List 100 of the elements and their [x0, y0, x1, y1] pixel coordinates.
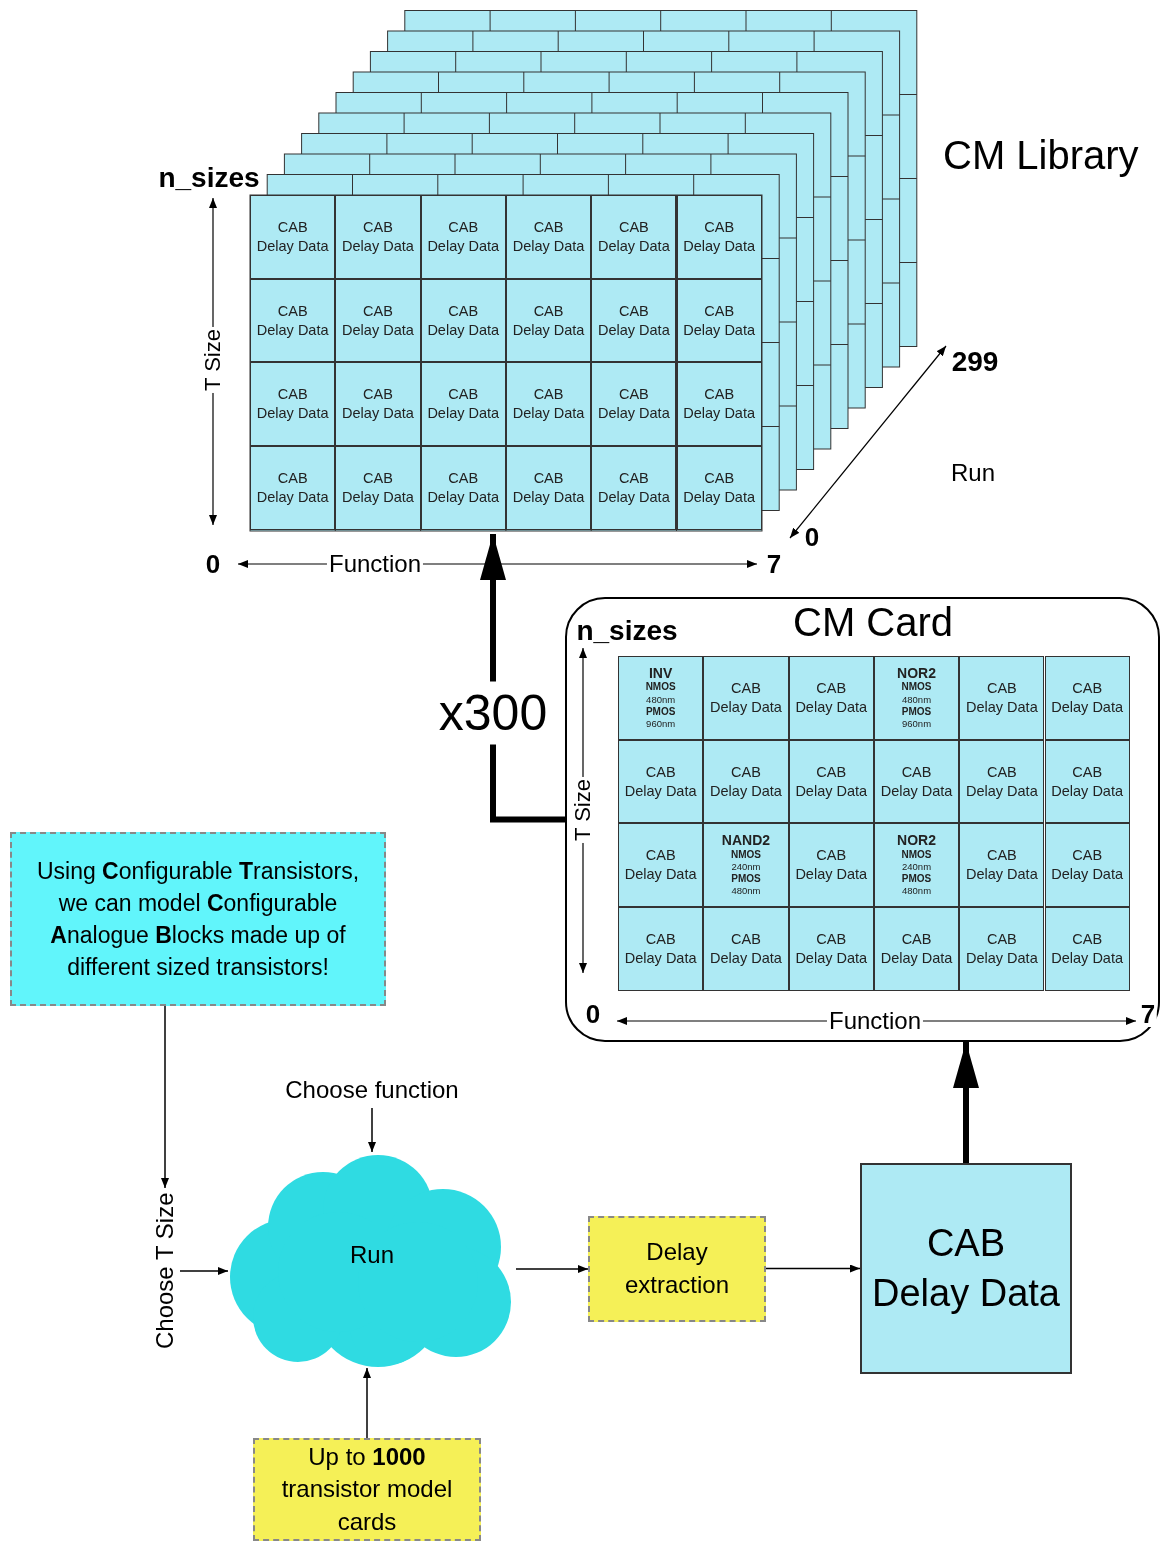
annotation-text: Choose function [285, 1076, 459, 1104]
cell-text: 480nm [731, 885, 761, 898]
data-cell [873, 739, 960, 824]
data-cell [335, 446, 421, 530]
annotation-text: Choose T Size [150, 1191, 179, 1352]
data-cell [505, 446, 592, 530]
data-cell [788, 739, 874, 824]
arrow [765, 1264, 861, 1273]
grid-title: CM Library [943, 133, 1139, 178]
cell-text: CAB Delay Data [683, 385, 755, 424]
data-cell [703, 907, 789, 991]
process-box [253, 1438, 481, 1541]
arrow [368, 1107, 376, 1153]
gate-name: NOR2 [897, 665, 936, 682]
data-cell [788, 823, 874, 908]
cell-text: 960nm [902, 718, 932, 730]
cell-text: CAB Delay Data [710, 679, 782, 717]
data-cell [1044, 739, 1130, 824]
cell-text: CAB Delay Data [1051, 762, 1123, 801]
box-text: Delay extraction [623, 1237, 731, 1300]
data-cell [250, 195, 336, 279]
data-cell [676, 278, 762, 363]
cell-text: CAB Delay Data [1051, 846, 1123, 885]
cell-text: CAB Delay Data [427, 469, 500, 507]
cell-text: PMOS [645, 705, 676, 719]
cell-text: CAB Delay Data [256, 469, 329, 507]
data-cell [250, 362, 336, 447]
cell-text: CAB Delay Data [624, 762, 697, 801]
cell-text: 960nm [646, 718, 676, 730]
cell-text: 240nm [902, 861, 932, 873]
cell-text: CAB Delay Data [597, 301, 670, 340]
data-cell [959, 907, 1045, 991]
data-cell [703, 739, 789, 824]
data-cell [420, 278, 506, 363]
card-panel [565, 597, 1160, 1042]
cell-text: CAB Delay Data [256, 301, 329, 340]
data-cell [335, 195, 421, 279]
data-cell [591, 362, 677, 447]
box-text: CAB Delay Data [872, 1221, 1060, 1316]
data-cell [703, 656, 789, 740]
data-cell [591, 446, 677, 530]
data-cell [1044, 907, 1130, 991]
data-cell [959, 739, 1045, 824]
data-cell [618, 823, 704, 908]
cell-text: CAB Delay Data [624, 930, 697, 968]
cell-text: 240nm [731, 861, 761, 873]
cell-text: NMOS [645, 681, 676, 694]
gate-name: NAND2 [721, 833, 771, 849]
cloud-text: Run [350, 1241, 394, 1269]
cell-text: CAB Delay Data [597, 218, 670, 256]
data-cell [1044, 823, 1130, 908]
data-cell [959, 656, 1045, 740]
cell-text: CAB Delay Data [1051, 679, 1123, 717]
cell-text: CAB Delay Data [512, 385, 585, 424]
cell-text: CAB Delay Data [965, 762, 1038, 801]
data-cell [676, 362, 762, 447]
cell-text: CAB Delay Data [710, 930, 782, 968]
data-cell [703, 823, 789, 908]
cell-text: CAB Delay Data [512, 218, 585, 256]
cell-text: CAB Delay Data [795, 762, 868, 801]
data-cell [676, 195, 762, 279]
data-cell [873, 656, 960, 740]
cell-text: CAB Delay Data [710, 762, 782, 801]
axis-title: Run [950, 461, 996, 485]
cell-text: PMOS [731, 872, 761, 886]
cell-text: CAB Delay Data [880, 762, 953, 801]
data-cell [250, 278, 336, 363]
cell-text: CAB Delay Data [965, 846, 1038, 885]
cell-text: CAB Delay Data [624, 846, 697, 885]
data-cell [505, 278, 592, 363]
gate-name: NOR2 [897, 833, 936, 849]
data-cell [591, 278, 677, 363]
cell-text: CAB Delay Data [256, 385, 329, 424]
data-cell [420, 195, 506, 279]
data-cell [505, 362, 592, 447]
cell-text: CAB Delay Data [427, 301, 500, 340]
arrow [161, 1005, 169, 1189]
cell-text: CAB Delay Data [512, 301, 585, 340]
data-cell [250, 446, 336, 530]
cell-text: CAB Delay Data [683, 218, 755, 256]
box-text: Up to 1000 transistor model cards [280, 1441, 454, 1537]
cell-text: CAB Delay Data [795, 679, 868, 717]
cell-text: CAB Delay Data [342, 218, 414, 256]
data-cell [959, 823, 1045, 908]
data-cell [873, 907, 960, 991]
data-box [860, 1163, 1072, 1374]
cell-text: CAB Delay Data [427, 218, 500, 256]
data-cell [335, 362, 421, 447]
cell-text: NMOS [901, 848, 932, 862]
cell-text: CAB Delay Data [597, 385, 670, 424]
data-cell [618, 656, 704, 740]
cell-text: CAB Delay Data [795, 846, 868, 885]
cell-text: CAB Delay Data [683, 469, 755, 507]
arrow [953, 1042, 979, 1163]
cell-text: 480nm [902, 693, 932, 706]
data-cell [873, 823, 960, 908]
cell-text: CAB Delay Data [965, 930, 1038, 968]
data-cell [618, 739, 704, 824]
cell-text: 480nm [902, 885, 932, 898]
cell-text: CAB Delay Data [683, 301, 755, 340]
